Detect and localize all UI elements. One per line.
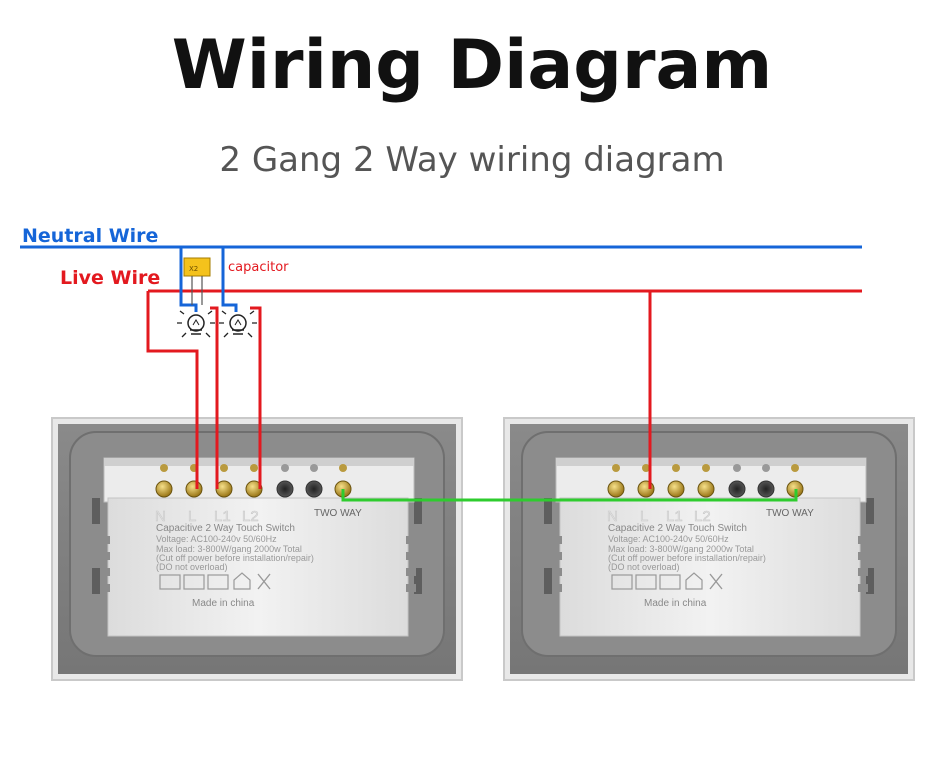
- terminal-label-l: L: [640, 508, 648, 525]
- power-warning: (Cut off power before installation/repai…: [156, 553, 314, 563]
- lightbulb-icon: [219, 310, 257, 338]
- overload-warning: (DO not overload): [156, 562, 228, 572]
- two-way-label: TWO WAY: [314, 508, 362, 519]
- load-spec: Max load: 3-800W/gang 2000w Total: [156, 544, 302, 554]
- terminal-label-l1: L1: [666, 508, 683, 525]
- power-warning: (Cut off power before installation/repai…: [608, 553, 766, 563]
- capacitor-label: capacitor: [228, 260, 289, 275]
- terminal-label-l: L: [188, 508, 196, 525]
- lamp2-to-l2: [250, 306, 262, 489]
- lamp1-to-l1: [210, 306, 219, 489]
- neutral-wire-label: Neutral Wire: [22, 225, 158, 247]
- terminal-label-n: N: [607, 508, 618, 525]
- two-way-label: TWO WAY: [766, 508, 814, 519]
- two-way-traveler-wire: [341, 489, 798, 502]
- voltage-spec: Voltage: AC100-240v 50/60Hz: [608, 534, 729, 544]
- neutral-drop-lamp2: [221, 247, 238, 312]
- product-name: Capacitive 2 Way Touch Switch: [156, 523, 295, 534]
- svg-text:X2: X2: [189, 265, 198, 273]
- page-subtitle: 2 Gang 2 Way wiring diagram: [219, 140, 725, 180]
- made-in: Made in china: [192, 598, 255, 609]
- lightbulb-icon: [177, 310, 215, 338]
- switch-right: N L L1 L2 TWO WAY Capacitive 2 Way Touch…: [503, 417, 915, 681]
- made-in: Made in china: [644, 598, 707, 609]
- terminal-label-n: N: [155, 508, 166, 525]
- load-spec: Max load: 3-800W/gang 2000w Total: [608, 544, 754, 554]
- live-wire-label: Live Wire: [60, 267, 160, 289]
- switch-left: N L L1 L2 TWO WAY Capacitive 2 Way Touch…: [51, 417, 463, 681]
- product-name: Capacitive 2 Way Touch Switch: [608, 523, 747, 534]
- voltage-spec: Voltage: AC100-240v 50/60Hz: [156, 534, 277, 544]
- page-title: Wiring Diagram: [171, 26, 773, 105]
- terminal-label-l2: L2: [694, 508, 711, 525]
- capacitor-icon: [183, 257, 211, 277]
- neutral-drop-lamp1: [179, 247, 198, 312]
- terminal-label-l2: L2: [242, 508, 259, 525]
- overload-warning: (DO not overload): [608, 562, 680, 572]
- terminal-label-l1: L1: [214, 508, 231, 525]
- live-to-left-switch: [146, 291, 199, 489]
